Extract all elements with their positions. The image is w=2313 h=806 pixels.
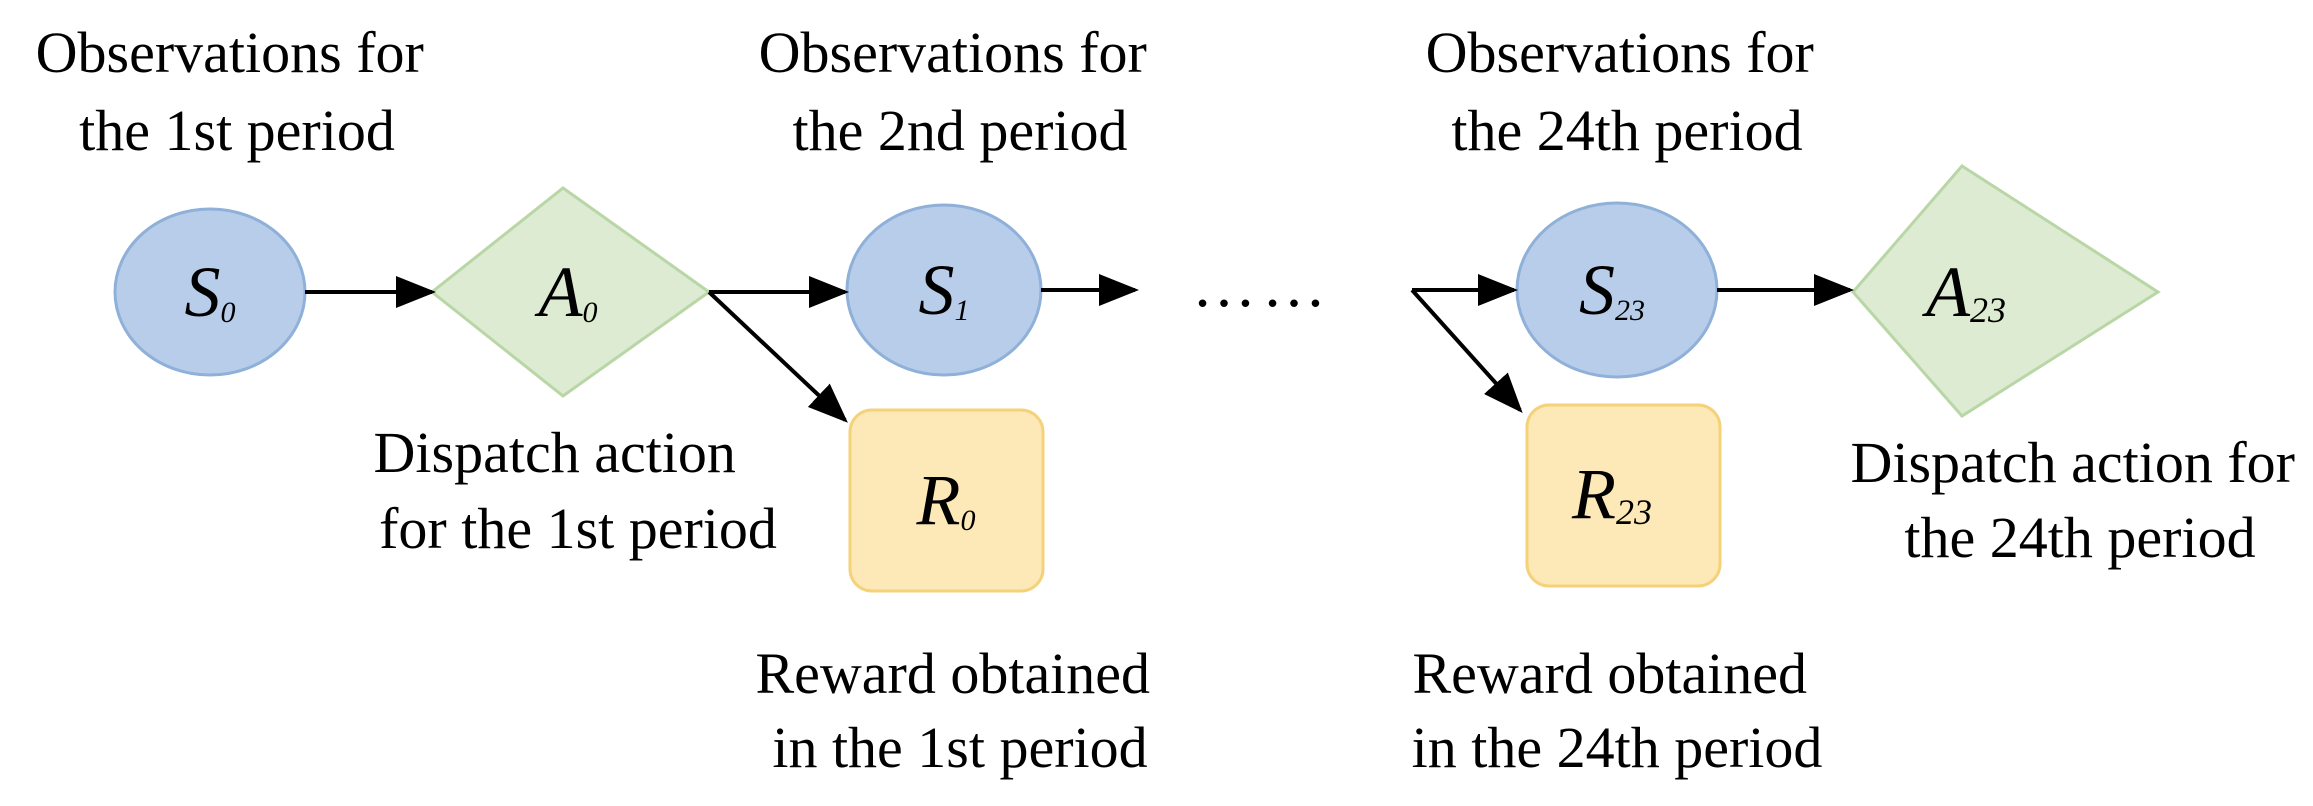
reward-r23-box xyxy=(1525,403,1722,588)
state-s0-letter: S xyxy=(185,252,221,332)
state-s0-label: S0 xyxy=(185,252,236,332)
state-s23-letter: S xyxy=(1579,250,1615,330)
reward-r0-letter: R xyxy=(916,460,961,540)
obs1-caption: Observations for the 1st period xyxy=(36,20,439,163)
state-s1-subscript: 1 xyxy=(955,294,970,327)
action-a0-diamond xyxy=(429,186,712,398)
reward1-caption: Reward obtained in the 1st period xyxy=(755,641,1164,780)
dispatch1-caption-line2: for the 1st period xyxy=(379,496,777,561)
state-s1: S1 xyxy=(845,203,1043,377)
obs2-caption-line2: the 2nd period xyxy=(792,98,1127,163)
dispatch24-caption-line1: Dispatch action for xyxy=(1850,430,2295,495)
reward-r0: R0 xyxy=(848,408,1045,593)
dispatch24-caption: Dispatch action for the 24th period xyxy=(1850,430,2309,570)
timeline-ellipsis: …… xyxy=(1192,249,1332,320)
dispatch1-caption-line1: Dispatch action xyxy=(374,420,736,485)
arrow-ellipsis-to-r23 xyxy=(1410,288,1523,413)
dispatch24-caption-line2: the 24th period xyxy=(1904,505,2255,570)
reward24-caption: Reward obtained in the 24th period xyxy=(1412,641,1823,780)
reward1-caption-line1: Reward obtained xyxy=(755,641,1150,706)
action-a23-label: A23 xyxy=(1922,252,2006,332)
action-a0-label: A0 xyxy=(535,252,598,332)
action-a0-letter: A xyxy=(535,252,584,332)
state-s1-letter: S xyxy=(919,250,955,330)
reward-r23-letter: R xyxy=(1571,454,1616,534)
state-s23: S23 xyxy=(1515,201,1719,379)
state-s0-subscript: 0 xyxy=(221,296,236,329)
obs1-caption-line1: Observations for xyxy=(36,20,424,85)
obs24-caption-line1: Observations for xyxy=(1426,20,1814,85)
reward24-caption-line2: in the 24th period xyxy=(1412,715,1823,780)
obs24-caption: Observations for the 24th period xyxy=(1426,20,1829,163)
reward1-caption-line2: in the 1st period xyxy=(772,715,1147,780)
reward-r0-label: R0 xyxy=(916,460,976,540)
dispatch1-caption: Dispatch action for the 1st period xyxy=(374,420,777,561)
action-a23-letter: A xyxy=(1922,252,1971,332)
reward-r23: R23 xyxy=(1525,403,1722,588)
action-a23: A23 xyxy=(1851,164,2161,418)
action-a23-diamond xyxy=(1851,164,2161,418)
state-s23-subscript: 23 xyxy=(1615,294,1645,327)
arrow-a0-to-r0 xyxy=(707,290,848,423)
obs2-caption-line1: Observations for xyxy=(759,20,1147,85)
action-a0-subscript: 0 xyxy=(582,296,597,329)
state-s23-ellipse xyxy=(1515,201,1719,379)
transition-arrows xyxy=(305,274,1854,423)
reward-r0-subscript: 0 xyxy=(960,504,975,537)
action-a23-subscript: 23 xyxy=(1970,290,2006,330)
reward-r23-subscript: 23 xyxy=(1616,492,1652,532)
action-a0: A0 xyxy=(429,186,712,398)
reward24-caption-line1: Reward obtained xyxy=(1412,641,1807,706)
obs24-caption-line2: the 24th period xyxy=(1451,98,1802,163)
reward-r0-box xyxy=(848,408,1045,593)
obs1-caption-line2: the 1st period xyxy=(79,98,395,163)
state-s1-label: S1 xyxy=(919,250,970,330)
state-s23-label: S23 xyxy=(1579,250,1645,330)
obs2-caption: Observations for the 2nd period xyxy=(759,20,1162,163)
reward-r23-label: R23 xyxy=(1571,454,1652,534)
state-s0: S0 xyxy=(113,207,307,377)
